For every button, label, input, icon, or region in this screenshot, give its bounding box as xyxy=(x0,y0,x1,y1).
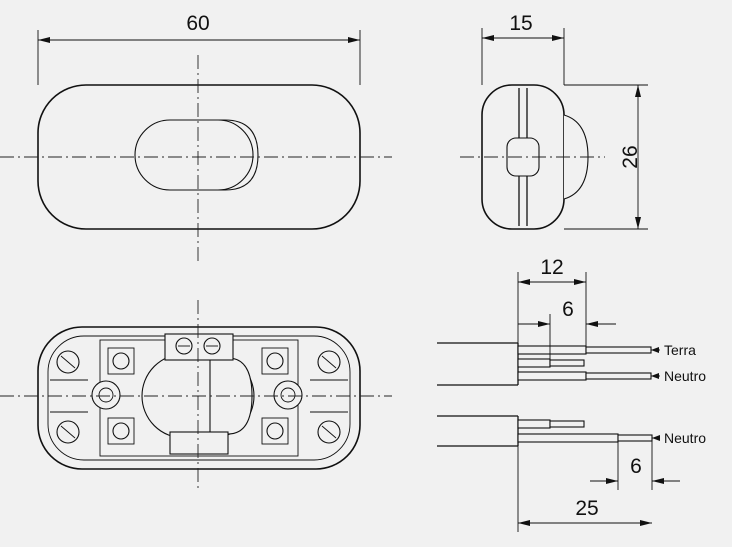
strip-12-arrow-left xyxy=(518,279,530,285)
terra-insulation xyxy=(517,345,587,355)
front-view: 60 xyxy=(0,12,392,262)
corner-screw xyxy=(266,422,284,440)
depth-arrow-left xyxy=(482,35,494,41)
corner-screw-box xyxy=(261,417,289,445)
mounting-hole-left xyxy=(91,380,121,410)
bottom-short-conductor xyxy=(549,420,585,428)
strip-6b-label: 6 xyxy=(630,455,642,478)
strip-12-label: 12 xyxy=(540,256,563,279)
strip-6-arrow-left xyxy=(538,321,550,327)
height-arrow-top xyxy=(635,85,641,97)
corner-screw xyxy=(112,352,130,370)
cable-25-arrow-right xyxy=(640,520,652,526)
mounting-hole-left-inner xyxy=(98,387,114,403)
strip-6-label: 6 xyxy=(562,298,574,321)
terra-leader-arrow xyxy=(651,347,659,353)
corner-screw-box xyxy=(261,347,289,375)
corner-screw-box xyxy=(107,347,135,375)
terra-conductor xyxy=(585,346,652,354)
neutro-conductor xyxy=(585,372,652,380)
neutro-insulation xyxy=(517,371,587,381)
width-dimension-label: 60 xyxy=(186,12,209,35)
width-arrow-left xyxy=(38,37,50,43)
corner-screw xyxy=(112,422,130,440)
depth-dimension-label: 15 xyxy=(509,12,532,35)
height-arrow-bottom xyxy=(635,217,641,229)
mounting-hole-right xyxy=(273,380,303,410)
rocker-button xyxy=(134,119,254,191)
screw-slot xyxy=(321,355,337,369)
strip-12-arrow-right xyxy=(574,279,586,285)
side-view: 15 26 xyxy=(460,12,648,230)
short-conductor xyxy=(549,359,585,367)
strip-6-arrow-right xyxy=(586,321,598,327)
height-dimension-label: 26 xyxy=(619,145,642,168)
corner-screw-box xyxy=(107,417,135,445)
bottom-short-insulation xyxy=(517,419,551,429)
bottom-terminal-block xyxy=(169,431,229,455)
wire-label-neutro-top: Neutro xyxy=(664,368,706,384)
cable-25-arrow-left xyxy=(518,520,530,526)
neutro-leader-arrow xyxy=(651,373,659,379)
screw-slot xyxy=(60,425,76,439)
strip-6b-arrow-left xyxy=(606,478,618,484)
interior-view xyxy=(0,300,392,490)
wire-detail: Terra Neutro Neutro 12 6 6 xyxy=(437,256,706,532)
mounting-hole-right-inner xyxy=(280,387,296,403)
wire-label-neutro-bottom: Neutro xyxy=(664,430,706,446)
wire-label-terra: Terra xyxy=(664,342,696,358)
cable-25-label: 25 xyxy=(575,497,598,520)
top-terminal-block xyxy=(164,333,234,361)
bottom-neutro-insulation xyxy=(517,433,619,443)
short-conductor-insulation xyxy=(517,358,551,368)
depth-arrow-right xyxy=(552,35,564,41)
bottom-neutro-leader-arrow xyxy=(652,435,660,441)
width-arrow-right xyxy=(348,37,360,43)
strip-6b-arrow-right xyxy=(652,478,664,484)
screw-slot xyxy=(60,355,76,369)
screw-slot xyxy=(321,425,337,439)
bottom-neutro-conductor xyxy=(617,434,653,442)
corner-screw xyxy=(266,352,284,370)
